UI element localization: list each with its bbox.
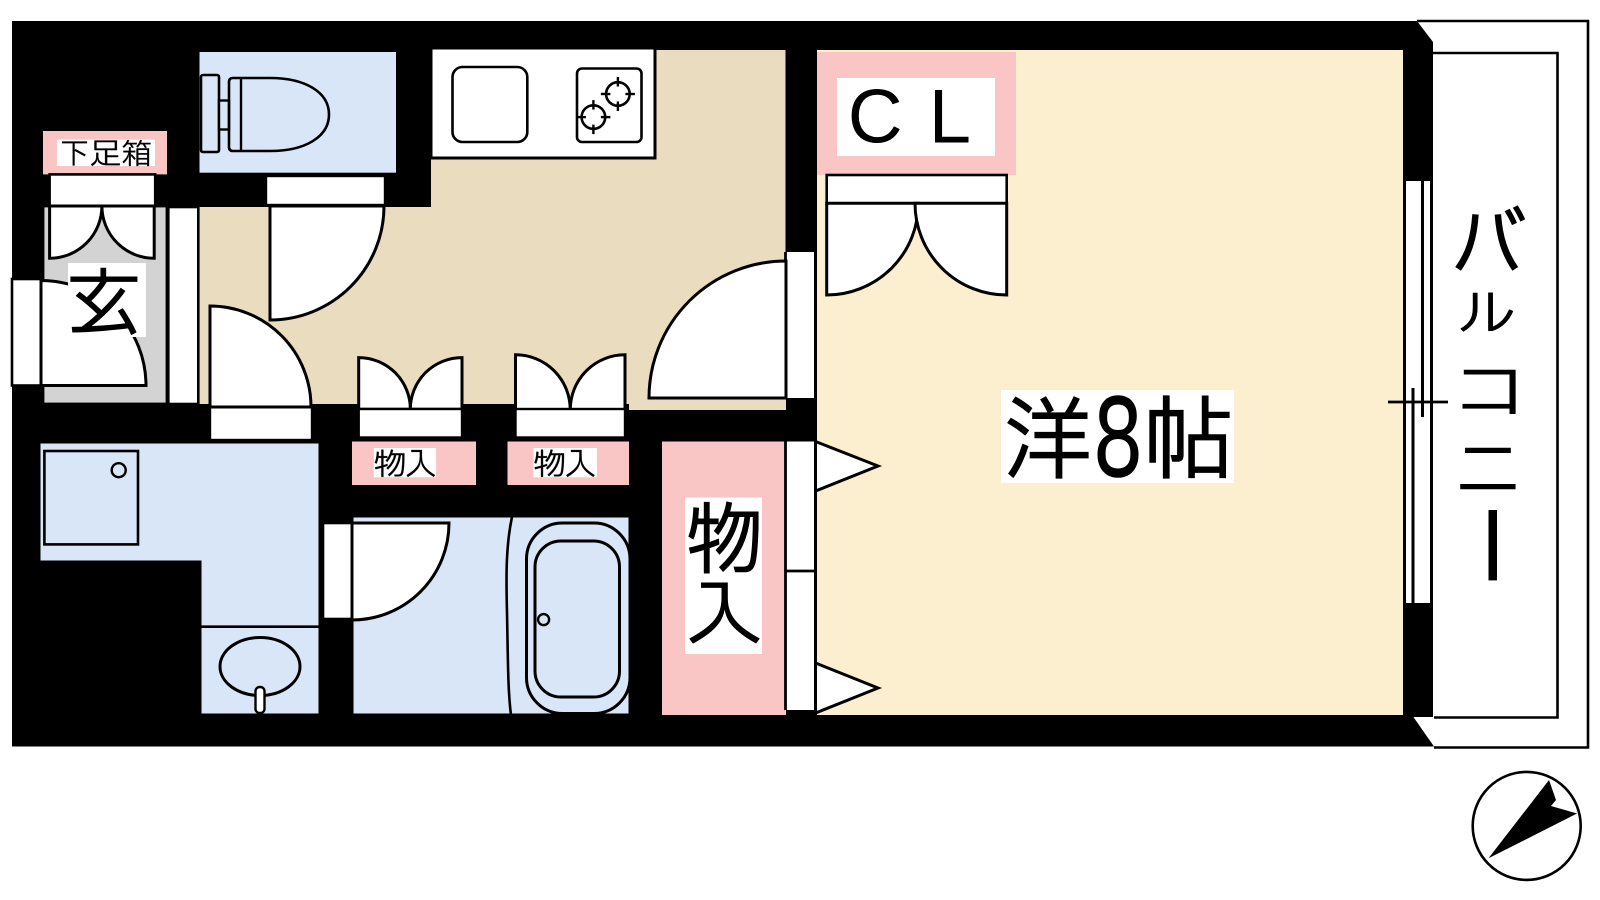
svg-text:C: C [848, 74, 903, 159]
svg-text:L: L [929, 74, 971, 159]
